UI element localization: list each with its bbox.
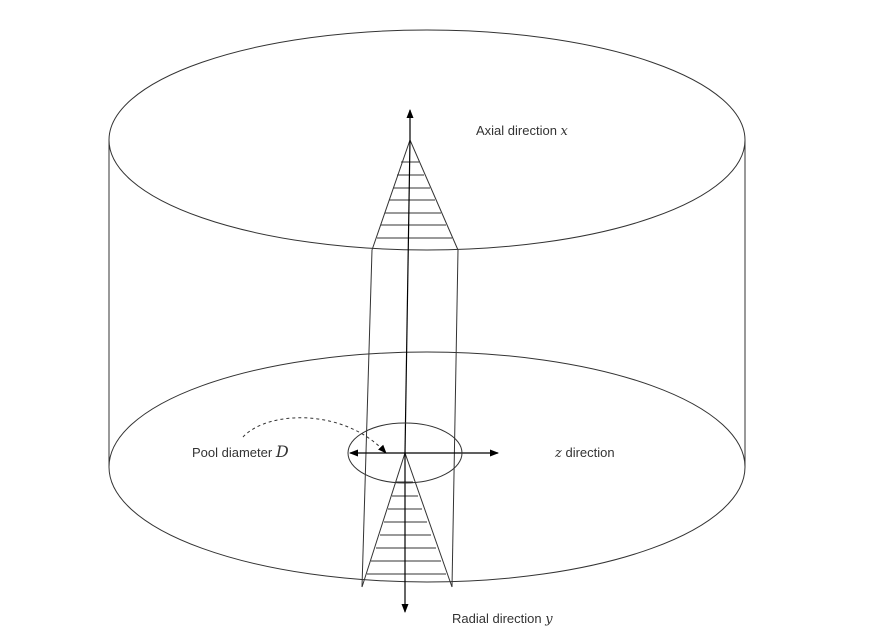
pool-diameter-pointer bbox=[242, 417, 387, 454]
plane-left-edge bbox=[361, 249, 373, 588]
radial-direction-label: Radial direction y bbox=[452, 611, 553, 627]
bottom-triangle bbox=[361, 451, 453, 588]
center-axis-line bbox=[404, 139, 411, 454]
pool-ellipse bbox=[347, 422, 463, 484]
profile-plane bbox=[361, 138, 459, 588]
axial-direction-label: Axial direction x bbox=[476, 123, 569, 139]
bottom-profile-hatch bbox=[367, 481, 446, 575]
cylinder bbox=[108, 29, 746, 583]
top-ellipse bbox=[108, 29, 746, 251]
z-direction-label: z direction bbox=[554, 445, 615, 461]
axes bbox=[349, 109, 499, 613]
plane-right-edge bbox=[451, 249, 459, 588]
top-profile-hatch bbox=[377, 161, 452, 239]
top-triangle bbox=[371, 138, 459, 251]
pool-diameter-label: Pool diameter D bbox=[192, 442, 289, 461]
